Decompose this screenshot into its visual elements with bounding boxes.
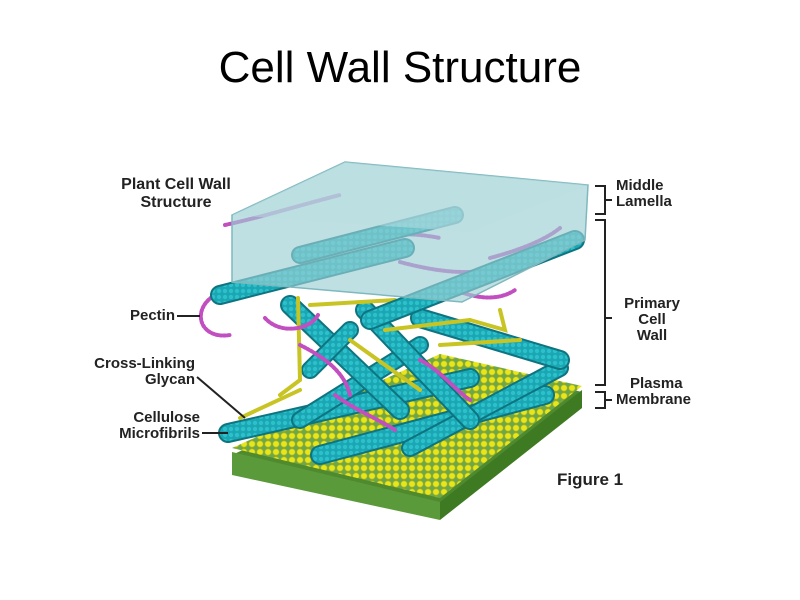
primary-wall-line-3: Wall <box>636 327 668 344</box>
primary-wall-line-2: Cell <box>638 311 666 328</box>
cross-linking-glycans <box>238 296 522 420</box>
pectin-label: Pectin <box>90 308 175 324</box>
figure-heading-line-1: Plant Cell Wall <box>121 176 231 193</box>
glycan-label-line-2: Glycan <box>144 371 195 388</box>
figure-heading-line-2: Structure <box>140 194 212 211</box>
primary-cell-wall-label: Primary Cell Wall <box>612 296 692 344</box>
middle-lamella-label: Middle Lamella <box>616 178 726 210</box>
plasma-membrane-line-1: Plasma <box>630 375 683 392</box>
plasma-membrane-line-2: Membrane <box>616 391 692 408</box>
glycan-label-line-1: Cross-Linking <box>94 355 195 372</box>
layer-brackets <box>595 185 612 409</box>
slide-title: Cell Wall Structure <box>218 43 582 92</box>
cellulose-label-line-1: Cellulose <box>133 409 200 426</box>
cellulose-label-line-2: Microfibrils <box>119 425 200 442</box>
plasma-membrane-label: Plasma Membrane <box>616 376 736 408</box>
figure-caption: Figure 1 <box>557 470 624 489</box>
middle-lamella-line-2: Lamella <box>616 193 672 210</box>
primary-wall-line-1: Primary <box>624 295 680 312</box>
middle-lamella-line-1: Middle <box>616 177 664 194</box>
cross-linking-glycan-label: Cross-Linking Glycan <box>60 356 195 388</box>
pectin-label-text: Pectin <box>129 307 175 324</box>
label-leaders <box>177 315 246 434</box>
middle-lamella-layer <box>210 161 589 330</box>
cellulose-microfibrils-label: Cellulose Microfibrils <box>80 410 200 442</box>
figure-heading: Plant Cell Wall Structure <box>102 176 250 212</box>
